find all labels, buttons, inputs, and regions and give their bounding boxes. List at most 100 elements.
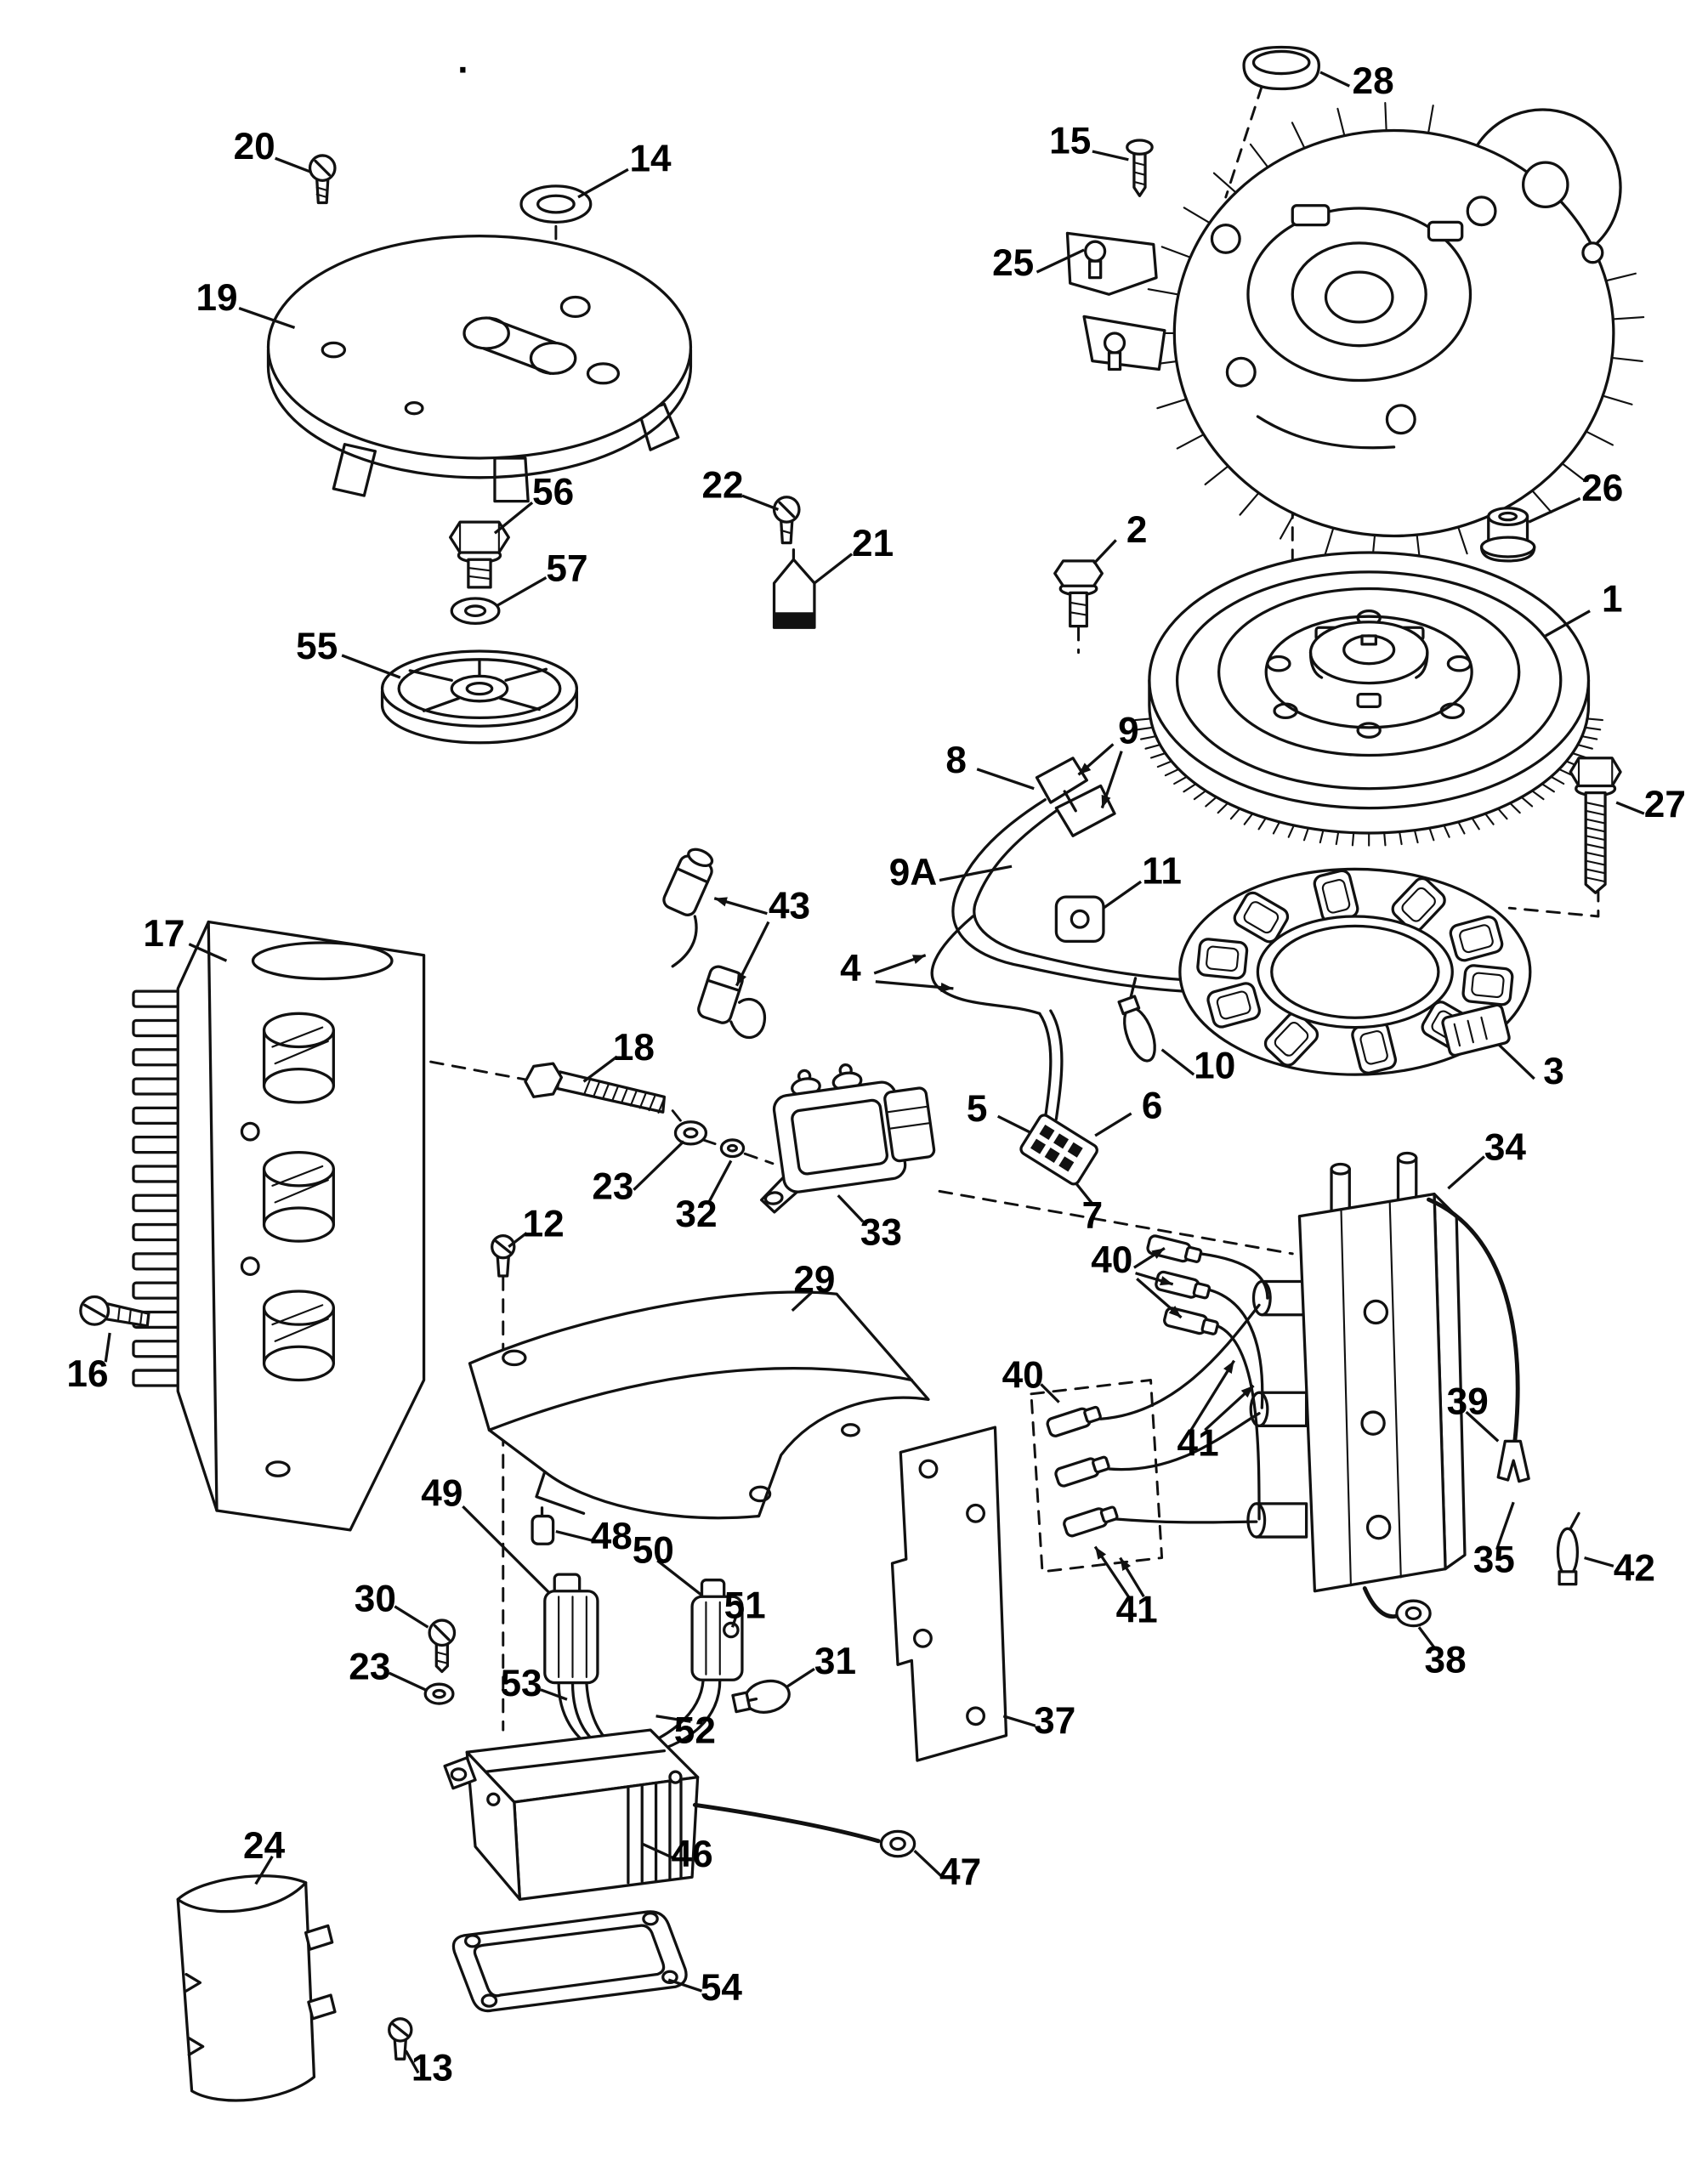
grommet-14 — [519, 184, 593, 224]
callout-34: 34 — [1484, 1126, 1526, 1169]
housing-fins — [1143, 101, 1645, 564]
fork-terminal-35 — [1496, 1439, 1530, 1483]
spring-boss-3 — [262, 1290, 335, 1382]
callout-33: 33 — [860, 1211, 902, 1254]
spark-plug-boots-43 — [662, 848, 766, 1040]
callout-57: 57 — [546, 547, 588, 590]
bolt-27 — [1569, 757, 1622, 894]
plug-48 — [531, 1506, 555, 1545]
bracket-34 — [1246, 1151, 1467, 1593]
leader-lines — [104, 71, 1645, 2074]
callout-50: 50 — [632, 1529, 674, 1572]
timer-base-plate-19 — [266, 235, 693, 503]
callout-18: 18 — [612, 1026, 655, 1069]
callout-23: 23 — [349, 1646, 391, 1688]
callout-16: 16 — [66, 1352, 109, 1395]
connector-8-9 — [951, 757, 1116, 968]
bracket-screws-25 — [1065, 231, 1166, 371]
callout-10: 10 — [1194, 1045, 1236, 1087]
callout-9: 9 — [1118, 710, 1139, 752]
screw-22 — [772, 496, 801, 545]
callout-3: 3 — [1543, 1050, 1564, 1092]
spring-boss-2 — [262, 1151, 335, 1243]
callout-23: 23 — [592, 1165, 634, 1208]
callout-dot: . — [457, 39, 468, 82]
callout-12: 12 — [522, 1203, 565, 1245]
callout-39: 39 — [1446, 1380, 1489, 1423]
washer-23b — [423, 1682, 455, 1705]
callout-15: 15 — [1049, 120, 1092, 162]
callout-52: 52 — [673, 1709, 716, 1752]
spark-plug-leads-lower — [1046, 1303, 1261, 1538]
cap-28 — [1242, 45, 1320, 91]
callout-7: 7 — [1081, 1194, 1104, 1237]
callout-43: 43 — [768, 885, 811, 927]
power-pack-46 — [443, 1728, 700, 1901]
callout-30: 30 — [354, 1578, 396, 1620]
callout-51: 51 — [723, 1585, 766, 1627]
flywheel-gear-teeth — [1134, 717, 1604, 847]
callout-32: 32 — [675, 1193, 718, 1235]
callout-20: 20 — [233, 125, 275, 167]
pulley-55 — [380, 649, 579, 745]
bolt-27-threads — [1585, 801, 1607, 883]
washer-23a — [673, 1120, 708, 1146]
clamp-31 — [731, 1679, 791, 1714]
cable-tie-10 — [1117, 977, 1156, 1063]
bushing-26 — [1479, 507, 1536, 563]
connector-50-51 — [690, 1579, 744, 1681]
connector-49 — [543, 1573, 599, 1685]
spark-plug-leads-upper — [1146, 1234, 1269, 1521]
gasket-plate-54 — [451, 1910, 688, 2013]
ignition-coil-33 — [760, 1063, 936, 1214]
callout-8: 8 — [945, 739, 967, 781]
callout-5: 5 — [966, 1087, 988, 1130]
cable-tie-42 — [1556, 1511, 1580, 1586]
callout-4: 4 — [840, 947, 861, 989]
cover-29 — [468, 1290, 930, 1520]
screw-30 — [428, 1619, 457, 1674]
callout-31: 31 — [814, 1640, 857, 1682]
stator-coils — [1196, 869, 1514, 1074]
callout-28: 28 — [1352, 60, 1394, 103]
cover-24 — [176, 1874, 337, 2102]
callout-42: 42 — [1613, 1547, 1655, 1590]
flywheel-1 — [1134, 551, 1604, 847]
callout-22: 22 — [701, 464, 744, 507]
screw-16 — [79, 1295, 150, 1328]
heat-sink-fins — [132, 989, 183, 1387]
callout-19: 19 — [196, 276, 238, 319]
callout-40: 40 — [1091, 1239, 1133, 1281]
callout-1: 1 — [1601, 578, 1623, 621]
callout-40: 40 — [1002, 1354, 1044, 1397]
callout-14: 14 — [629, 138, 672, 180]
ground-wire-47 — [692, 1802, 916, 1858]
screw-12 — [491, 1234, 516, 1278]
callout-54: 54 — [700, 1966, 742, 2009]
callout-13: 13 — [411, 2047, 453, 2089]
callout-41: 41 — [1177, 1422, 1219, 1465]
callout-35: 35 — [1473, 1539, 1515, 1581]
washer-32 — [719, 1138, 746, 1159]
housing-armature-plate — [1143, 101, 1645, 564]
heat-sink-17 — [132, 920, 426, 1532]
callout-25: 25 — [992, 242, 1035, 285]
screw-18-threads — [583, 1079, 666, 1114]
stator-3 — [1178, 867, 1532, 1076]
callout-2: 2 — [1126, 508, 1148, 551]
callout-26: 26 — [1581, 467, 1624, 509]
screw-13 — [388, 2017, 413, 2061]
callout-37: 37 — [1034, 1699, 1076, 1742]
callout-9A: 9A — [888, 852, 938, 894]
callout-11: 11 — [1142, 850, 1182, 893]
callout-46: 46 — [671, 1833, 713, 1875]
callout-17: 17 — [143, 912, 185, 955]
plate-37 — [890, 1426, 1008, 1762]
callout-29: 29 — [793, 1258, 836, 1301]
ground-lead-38 — [1362, 1586, 1432, 1628]
callout-41: 41 — [1115, 1589, 1158, 1631]
callout-6: 6 — [1141, 1085, 1163, 1127]
